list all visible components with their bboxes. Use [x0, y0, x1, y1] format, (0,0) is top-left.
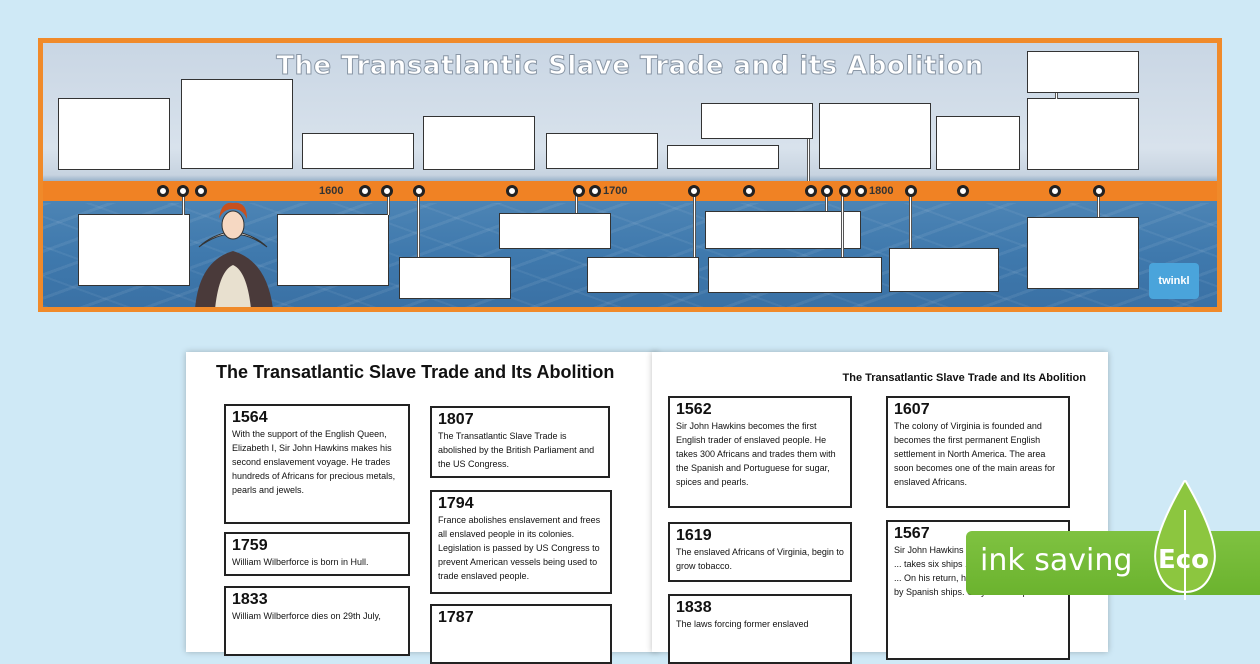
event-year: 1759: [232, 537, 268, 554]
year-marker-1700: 1700: [603, 185, 628, 197]
worksheet-title: The Transatlantic Slave Trade and Its Ab…: [216, 362, 615, 382]
event-year: 1794: [438, 495, 474, 512]
timeline-dot: [506, 185, 518, 197]
event-year: 1562: [676, 401, 712, 418]
event-card: 1607 The colony of Virginia is founded a…: [886, 396, 1070, 508]
connector: [575, 193, 578, 213]
connector: [1055, 93, 1058, 99]
timeline-box: [1027, 98, 1139, 170]
eco-label: Eco: [1158, 545, 1210, 575]
timeline-box: [181, 79, 293, 169]
timeline-dot: [359, 185, 371, 197]
event-card: 1619 The enslaved Africans of Virginia, …: [668, 522, 852, 582]
connector: [909, 193, 912, 248]
timeline-dot: [413, 185, 425, 197]
event-text: The Transatlantic Slave Trade is abolish…: [438, 431, 595, 469]
event-text: France abolishes enslavement and frees a…: [438, 515, 601, 581]
timeline-box: [701, 103, 813, 139]
year-marker-1600: 1600: [319, 185, 344, 197]
event-year: 1619: [676, 527, 712, 544]
timeline-dot: [839, 185, 851, 197]
event-year: 1564: [232, 409, 268, 426]
event-year: 1833: [232, 591, 268, 608]
connector: [417, 193, 420, 257]
timeline-dot: [688, 185, 700, 197]
timeline-dot: [157, 185, 169, 197]
event-year: 1607: [894, 401, 930, 418]
timeline-dot: [573, 185, 585, 197]
timeline-box: [78, 214, 190, 286]
banner-background: The Transatlantic Slave Trade and its Ab…: [43, 43, 1217, 307]
connector: [1097, 193, 1100, 217]
timeline-box: [58, 98, 170, 170]
event-card: 1562 Sir John Hawkins becomes the first …: [668, 396, 852, 508]
ink-saving-label: ink saving: [980, 543, 1133, 578]
timeline-box: [936, 116, 1020, 170]
connector: [841, 193, 844, 257]
event-year: 1787: [438, 609, 474, 626]
timeline-line: [43, 181, 1217, 201]
banner-title: The Transatlantic Slave Trade and its Ab…: [276, 51, 984, 82]
timeline-box: [302, 133, 414, 169]
year-marker-1800: 1800: [869, 185, 894, 197]
timeline-box: [277, 214, 389, 286]
event-card: 1807 The Transatlantic Slave Trade is ab…: [430, 406, 610, 478]
timeline-dot: [855, 185, 867, 197]
timeline-dot: [381, 185, 393, 197]
event-text: The laws forcing former enslaved: [676, 619, 809, 629]
event-card: 1787: [430, 604, 612, 664]
worksheet-page-2: The Transatlantic Slave Trade and Its Ab…: [652, 352, 1108, 664]
event-text: The enslaved Africans of Virginia, begin…: [676, 547, 844, 571]
connector: [182, 193, 185, 215]
timeline-dot: [905, 185, 917, 197]
event-card: 1564 With the support of the English Que…: [224, 404, 410, 524]
event-card: 1759 William Wilberforce is born in Hull…: [224, 532, 410, 576]
queen-elizabeth-illustration: [195, 202, 273, 307]
timeline-dot: [177, 185, 189, 197]
timeline-box: [399, 257, 511, 299]
timeline-box: [587, 257, 699, 293]
event-text: William Wilberforce is born in Hull.: [232, 557, 369, 567]
timeline-box: [889, 248, 999, 292]
event-card: 1833 William Wilberforce dies on 29th Ju…: [224, 586, 410, 656]
event-text: Sir John Hawkins becomes the first Engli…: [676, 421, 836, 487]
timeline-dot: [743, 185, 755, 197]
event-year: 1807: [438, 411, 474, 428]
timeline-box: [546, 133, 658, 169]
event-card: 1838 The laws forcing former enslaved: [668, 594, 852, 664]
timeline-dot: [1049, 185, 1061, 197]
connector: [825, 193, 828, 211]
timeline-box: [667, 145, 779, 169]
connector: [693, 193, 696, 257]
timeline-box: [819, 103, 931, 169]
event-text: With the support of the English Queen, E…: [232, 429, 396, 495]
timeline-box: [1027, 51, 1139, 93]
timeline-dot: [195, 185, 207, 197]
timeline-dot: [1093, 185, 1105, 197]
event-text: William Wilberforce dies on 29th July,: [232, 611, 381, 621]
timeline-dot: [805, 185, 817, 197]
event-year: 1567: [894, 525, 930, 542]
worksheet-title: The Transatlantic Slave Trade and Its Ab…: [842, 372, 1086, 384]
timeline-box: [708, 257, 882, 293]
timeline-box: [423, 116, 535, 170]
timeline-box: [705, 211, 861, 249]
worksheet-page-1: The Transatlantic Slave Trade and Its Ab…: [186, 352, 658, 664]
timeline-box: [1027, 217, 1139, 289]
event-year: 1838: [676, 599, 712, 616]
connector: [387, 193, 390, 215]
timeline-dot: [821, 185, 833, 197]
event-card: 1794 France abolishes enslavement and fr…: [430, 490, 612, 594]
leaf-drop-icon: [1154, 480, 1216, 600]
event-text: The colony of Virginia is founded and be…: [894, 421, 1056, 487]
timeline-box: [499, 213, 611, 249]
timeline-dot: [589, 185, 601, 197]
connector: [807, 139, 810, 181]
timeline-banner: The Transatlantic Slave Trade and its Ab…: [38, 38, 1222, 312]
timeline-dot: [957, 185, 969, 197]
twinkl-logo: twinkl: [1149, 263, 1199, 299]
